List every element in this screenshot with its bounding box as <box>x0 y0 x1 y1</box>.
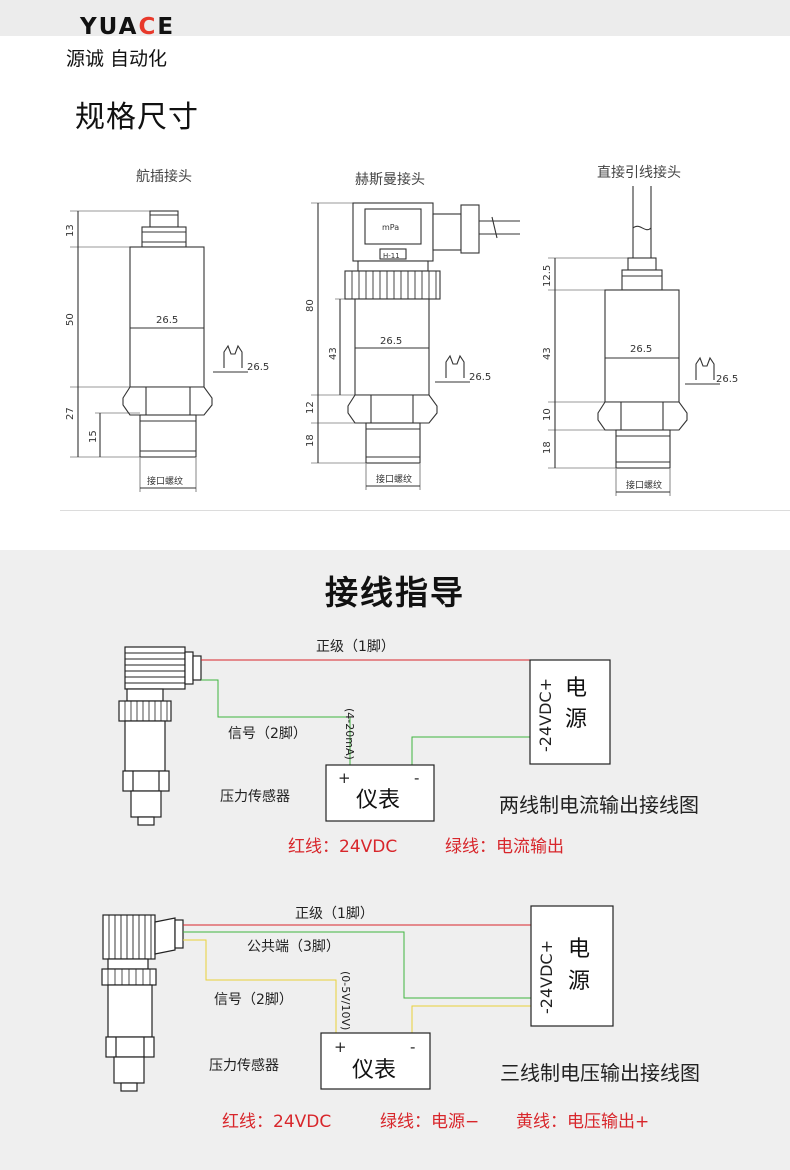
meter-minus: - <box>414 769 419 787</box>
meter-box <box>320 1032 431 1090</box>
wire-label: 信号（2脚） <box>214 992 293 1008</box>
power-supply-box <box>529 659 611 765</box>
dimension-drawings: 航插接头 赫斯曼接头 直接引线接头 13 50 27 15 26.5 26.5 … <box>65 164 738 496</box>
legend-red: 红线：24VDC <box>288 837 398 857</box>
three-wire-diagram: -24VDC+ 电 源 + - 仪表 正级（1脚） 公共端（3脚） 信号（2脚）… <box>101 905 700 1092</box>
hirschmann-mark: mPa <box>382 223 399 232</box>
green-wire <box>183 931 531 999</box>
wiring-diagrams: -24VDC+ 电 源 + - 仪表 正级（1脚） 信号（2脚） (4-20mA… <box>101 639 700 1092</box>
signal-range: (0-5V/10V) <box>339 971 352 1030</box>
spec-title: 规格尺寸 <box>75 100 199 135</box>
legend-green: 绿线：电流输出 <box>445 837 564 857</box>
dim-value: 26.5 <box>156 315 178 326</box>
supply-label: 电 <box>568 937 590 962</box>
logo: YUACE <box>80 14 176 40</box>
drawing-aviation-plug <box>70 210 248 492</box>
dim-value: 26.5 <box>247 362 269 373</box>
yellow-wire <box>411 1005 531 1033</box>
dim-value: 26.5 <box>630 344 652 355</box>
dim-value: 15 <box>88 430 99 443</box>
supply-voltage: -24VDC+ <box>537 940 556 1014</box>
two-wire-diagram: -24VDC+ 电 源 + - 仪表 正级（1脚） 信号（2脚） (4-20mA… <box>118 639 699 826</box>
drawing-direct-cable <box>548 186 720 496</box>
header-band <box>0 0 790 36</box>
dim-value: 18 <box>305 434 316 447</box>
drawing-label: 航插接头 <box>136 168 192 185</box>
supply-voltage: -24VDC+ <box>536 678 555 752</box>
yellow-wire <box>183 939 337 1033</box>
drawing-hirschmann <box>311 202 520 490</box>
dim-value: 80 <box>305 299 316 312</box>
dim-value: 43 <box>542 347 553 360</box>
dim-value: 26.5 <box>716 374 738 385</box>
meter-minus: - <box>410 1038 415 1056</box>
thread-label: 接口螺纹 <box>147 475 183 487</box>
green-wire <box>411 736 530 765</box>
meter-label: 仪表 <box>352 1058 396 1083</box>
sensor-label: 压力传感器 <box>209 1057 279 1074</box>
supply-label: 源 <box>568 969 590 994</box>
thread-label: 接口螺纹 <box>626 479 662 491</box>
dim-value: 50 <box>65 313 76 326</box>
dim-value: 27 <box>65 407 76 420</box>
signal-range: (4-20mA) <box>343 708 356 760</box>
sensor-illustration <box>118 646 202 826</box>
power-supply-box <box>530 905 614 1027</box>
dim-value: 12 <box>305 401 316 414</box>
diagram-caption: 三线制电压输出接线图 <box>500 1061 700 1085</box>
dim-value: 26.5 <box>469 372 491 383</box>
supply-label: 电 <box>565 676 587 701</box>
dim-value: 18 <box>542 441 553 454</box>
legend-green: 绿线：电源− <box>380 1112 480 1132</box>
meter-plus: + <box>334 1038 347 1056</box>
wire-label: 信号（2脚） <box>228 726 307 742</box>
wire-label: 公共端（3脚） <box>247 939 340 955</box>
sensor-illustration <box>101 914 184 1092</box>
hirschmann-mark: H-11 <box>383 252 400 260</box>
wire-label: 正级（1脚） <box>316 639 395 655</box>
wiring-title: 接线指导 <box>325 573 465 612</box>
thread-label: 接口螺纹 <box>376 473 412 485</box>
meter-label: 仪表 <box>356 788 400 813</box>
supply-label: 源 <box>565 707 587 732</box>
diagram-caption: 两线制电流输出接线图 <box>499 793 699 817</box>
meter-box <box>325 764 435 822</box>
legend-red: 红线：24VDC <box>222 1112 332 1132</box>
divider <box>60 510 790 511</box>
wire-label: 正级（1脚） <box>295 906 374 922</box>
dim-value: 43 <box>328 347 339 360</box>
dim-value: 10 <box>542 408 553 421</box>
dim-value: 13 <box>65 224 76 237</box>
company-name: 源诚 自动化 <box>66 48 168 70</box>
meter-plus: + <box>338 769 351 787</box>
green-wire <box>201 679 351 765</box>
red-wire <box>201 659 531 662</box>
dim-value: 12.5 <box>542 265 553 287</box>
legend-yellow: 黄线：电压输出+ <box>516 1112 650 1132</box>
sensor-label: 压力传感器 <box>220 788 290 805</box>
drawing-label: 直接引线接头 <box>597 164 681 181</box>
spec-section: YUACE 源诚 自动化 规格尺寸 <box>0 0 790 550</box>
dim-value: 26.5 <box>380 336 402 347</box>
drawing-label: 赫斯曼接头 <box>355 171 425 188</box>
